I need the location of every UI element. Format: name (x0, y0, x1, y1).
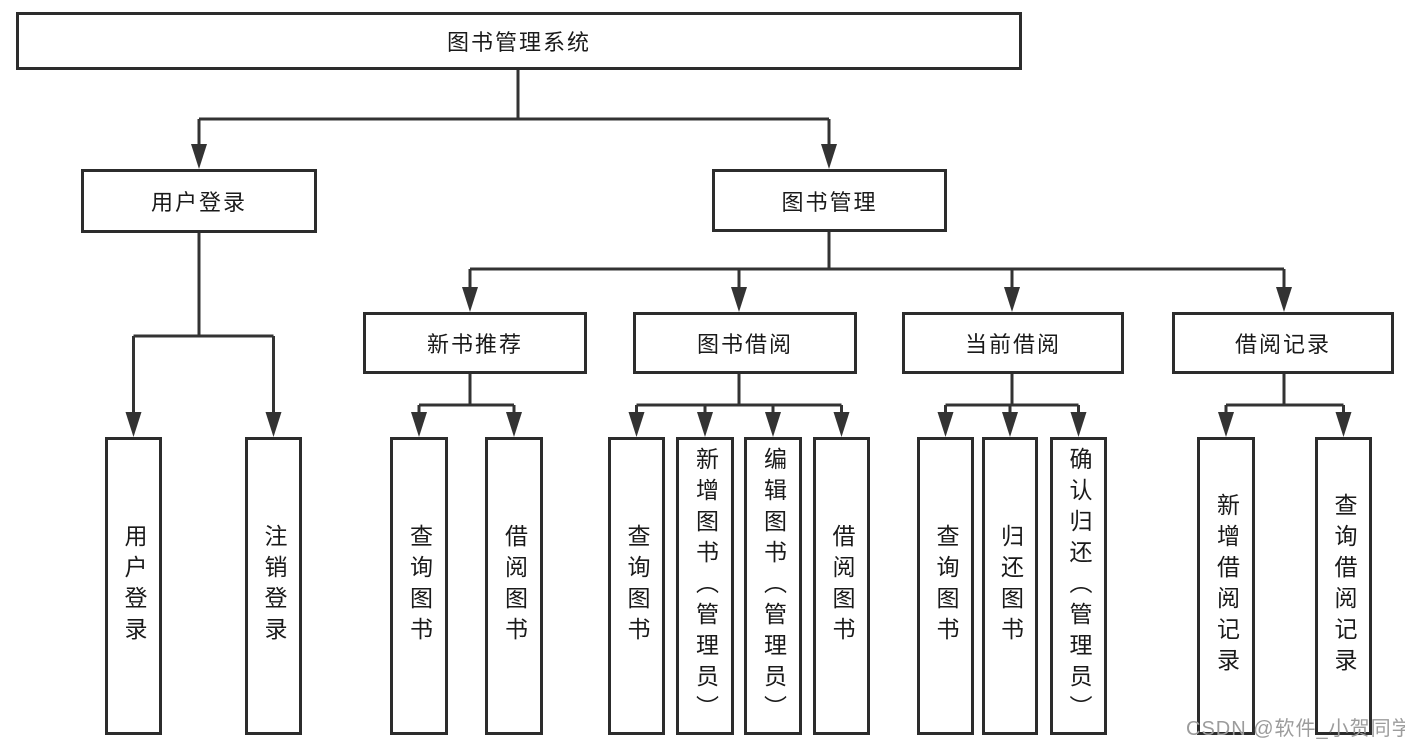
node-label: 当前借阅 (964, 332, 1061, 357)
node-leaf-borrow-books: 借阅图书 (813, 437, 870, 735)
node-label: 查询图书 (933, 524, 959, 648)
arrow-down-icon (1004, 287, 1020, 312)
node-label: 用户登录 (121, 524, 147, 648)
arrow-down-icon (765, 412, 781, 437)
node-label: 查询借阅记录 (1331, 493, 1357, 679)
node-book-borrow: 图书借阅 (633, 312, 857, 374)
node-label: 图书管理系统 (446, 30, 591, 55)
arrow-down-icon (506, 412, 522, 437)
node-leaf-query-books-recommend: 查询图书 (390, 437, 448, 735)
arrowheads (125, 144, 1352, 437)
node-leaf-add-borrow-record: 新增借阅记录 (1197, 437, 1255, 735)
node-label: 新增图书（管理员） (692, 446, 719, 726)
arrow-down-icon (628, 412, 645, 437)
node-label: 用户登录 (150, 190, 247, 215)
node-label: 查询图书 (406, 524, 433, 648)
node-leaf-logout: 注销登录 (245, 437, 302, 735)
node-label: 新增借阅记录 (1213, 493, 1240, 679)
watermark: CSDN @软件_小贺同学 (1186, 718, 1405, 740)
node-label: 确认归还（管理员） (1066, 446, 1092, 726)
node-book-management: 图书管理 (712, 169, 947, 232)
arrow-down-icon (731, 287, 747, 312)
arrow-down-icon (125, 412, 142, 437)
node-leaf-query-borrow-record: 查询借阅记录 (1315, 437, 1372, 735)
node-label: 编辑图书（管理员） (760, 446, 787, 726)
node-leaf-confirm-return-admin: 确认归还（管理员） (1050, 437, 1107, 735)
arrow-down-icon (411, 412, 427, 437)
node-label: 查询图书 (624, 524, 650, 648)
node-label: 借阅图书 (829, 524, 855, 648)
node-leaf-query-books-current: 查询图书 (917, 437, 974, 735)
node-leaf-return-books: 归还图书 (982, 437, 1038, 735)
node-leaf-borrow-books-recommend: 借阅图书 (485, 437, 543, 735)
arrow-down-icon (462, 287, 478, 312)
node-borrow-records: 借阅记录 (1172, 312, 1394, 374)
arrow-down-icon (833, 412, 850, 437)
node-root: 图书管理系统 (16, 12, 1022, 70)
node-label: 新书推荐 (426, 332, 523, 357)
arrow-down-icon (1218, 412, 1234, 437)
arrow-down-icon (937, 412, 954, 437)
node-label: 借阅记录 (1234, 332, 1331, 357)
node-label: 借阅图书 (501, 524, 528, 648)
node-leaf-add-book-admin: 新增图书（管理员） (676, 437, 734, 735)
arrow-down-icon (821, 144, 837, 169)
arrow-down-icon (265, 412, 282, 437)
arrow-down-icon (1335, 412, 1352, 437)
node-new-book-recommend: 新书推荐 (363, 312, 587, 374)
node-leaf-user-login: 用户登录 (105, 437, 162, 735)
arrow-down-icon (191, 144, 207, 169)
arrow-down-icon (697, 412, 713, 437)
arrow-down-icon (1002, 412, 1018, 437)
node-leaf-edit-book-admin: 编辑图书（管理员） (744, 437, 802, 735)
arrow-down-icon (1070, 412, 1087, 437)
node-label: 注销登录 (261, 524, 287, 648)
node-user-login: 用户登录 (81, 169, 317, 233)
arrow-down-icon (1276, 287, 1292, 312)
node-current-borrow: 当前借阅 (902, 312, 1124, 374)
node-label: 图书管理 (781, 189, 878, 215)
node-label: 图书借阅 (696, 332, 793, 357)
node-leaf-query-books-borrow: 查询图书 (608, 437, 665, 735)
node-label: 归还图书 (997, 524, 1024, 648)
